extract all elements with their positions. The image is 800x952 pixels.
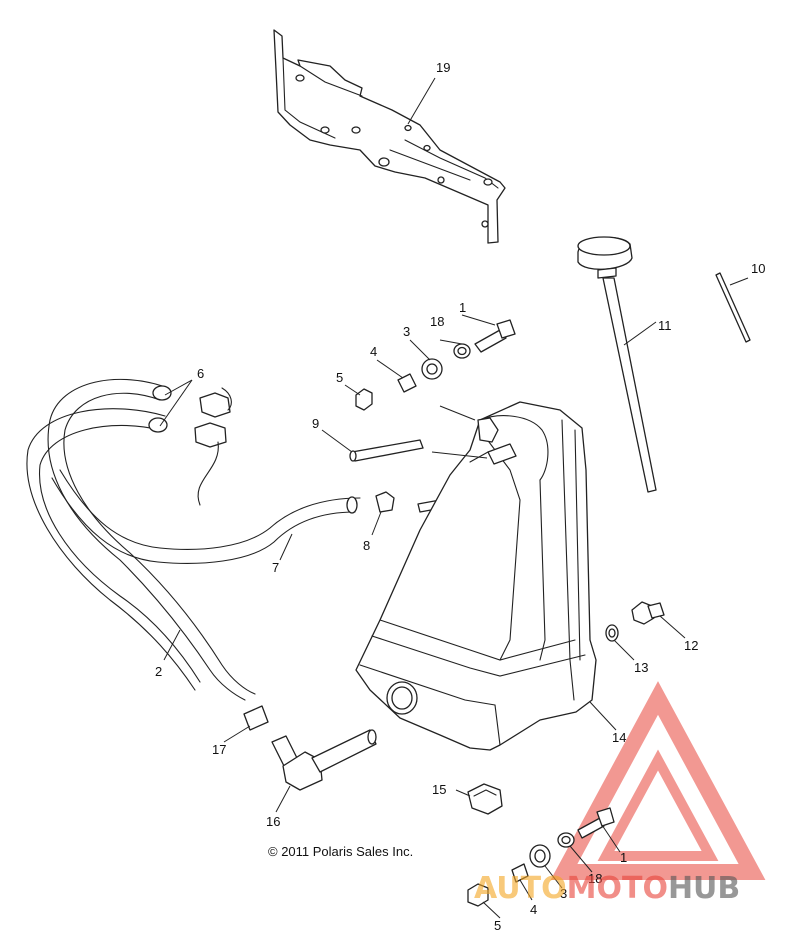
callout-5-bottom: 5 [494,918,501,933]
callout-labels: 19 1 18 3 4 5 6 9 10 11 8 7 12 2 13 14 1… [155,60,765,933]
watermark-part-hub: HUB [668,871,740,906]
hose-sleeve [243,705,269,731]
tank-mount-hardware-top [355,319,516,411]
callout-18-top: 18 [430,314,444,329]
callout-7: 7 [272,560,279,575]
callout-17: 17 [212,742,226,757]
hose-assembly [26,378,361,701]
callout-11: 11 [658,318,672,333]
callout-3-bottom: 3 [560,886,567,901]
callout-12: 12 [684,638,698,653]
callout-1-top: 1 [459,300,466,315]
callout-18-bottom: 18 [588,871,602,886]
callout-2: 2 [155,664,162,679]
callout-1-bottom: 1 [620,850,627,865]
callout-13: 13 [634,660,648,675]
hose-clamps [148,385,232,506]
elbow-fitting [271,729,377,791]
sealing-washer [605,624,619,642]
callout-4-top: 4 [370,344,377,359]
callout-10: 10 [751,261,765,276]
leader-lines [159,77,749,919]
callout-19: 19 [436,60,450,75]
callout-14: 14 [612,730,626,745]
copyright-notice: © 2011 Polaris Sales Inc. [268,844,413,859]
watermark-logo [550,681,766,880]
callout-3-top: 3 [403,324,410,339]
vent-tube [349,439,424,462]
callout-15: 15 [432,782,446,797]
callout-16: 16 [266,814,280,829]
cap-nut [467,783,503,815]
oil-tank [355,401,597,751]
watermark-part-moto: MOTO [567,871,668,906]
callout-6: 6 [197,366,204,381]
tank-mount-hardware-bottom [467,807,615,907]
callout-4-bottom: 4 [530,902,537,917]
svg-text:AUTOMOTOHUB: AUTOMOTOHUB [474,871,740,906]
dipstick [577,236,657,493]
mounting-bracket [273,29,506,244]
callout-9: 9 [312,416,319,431]
watermark-part-auto: AUTO [474,871,567,906]
drain-fitting [631,601,665,625]
cable-tie [715,272,751,343]
callout-8: 8 [363,538,370,553]
watermark-text: AUTOMOTOHUB [474,871,740,906]
callout-5-top: 5 [336,370,343,385]
